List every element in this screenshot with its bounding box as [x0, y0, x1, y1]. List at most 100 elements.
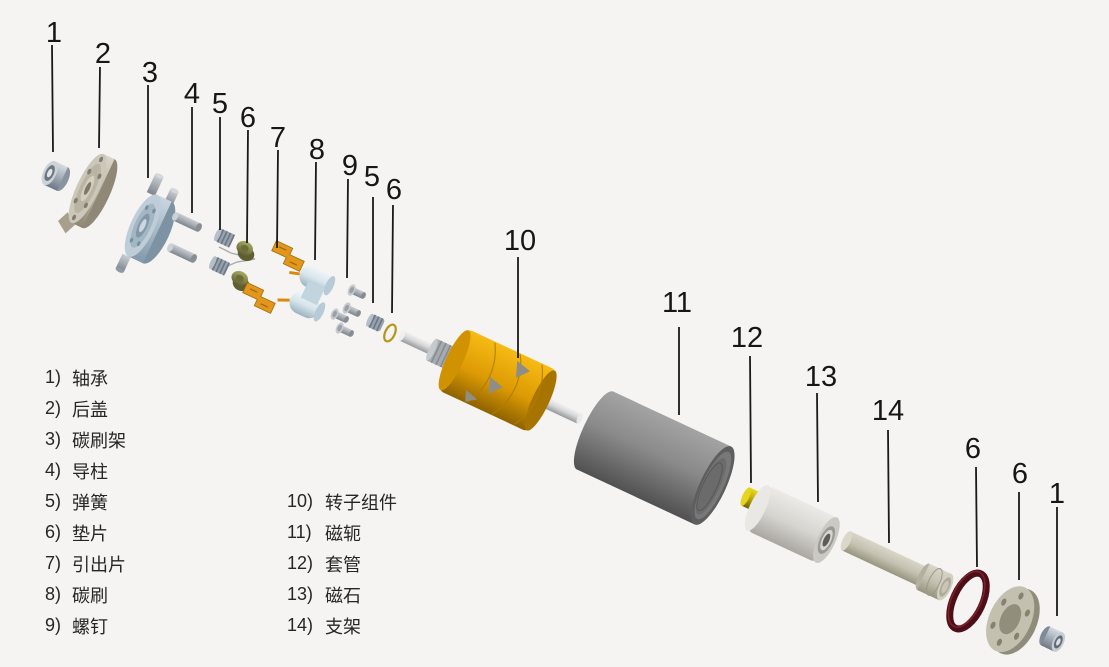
legend-name: 碳刷 — [72, 585, 108, 606]
callout-1-bearing-rear: 1 — [46, 17, 62, 153]
legend-name: 导柱 — [72, 461, 108, 482]
callout-number: 6 — [240, 102, 256, 134]
part-rotor-assembly — [398, 330, 583, 431]
leader-line — [314, 161, 317, 261]
part-screw-1 — [347, 284, 366, 299]
legend-right-column: 10)转子组件 11)磁轭 12)套管 13)磁石 14)支架 — [287, 486, 397, 641]
part-spring-2 — [209, 256, 231, 276]
legend-num: 2) — [45, 398, 62, 418]
callout-number: 13 — [805, 361, 837, 393]
part-washer-ring — [383, 323, 397, 343]
legend-left-column: 1) 轴承 2)后盖 3) 碳刷架 4) 导柱 5) 弹簧 6)垫片 7)引出片 8) 碳… — [45, 362, 126, 641]
legend-item: 10) 转子组件 — [287, 486, 397, 517]
legend-num: 5) — [45, 491, 62, 511]
callout-number: 1 — [46, 17, 62, 49]
callout-number: 7 — [270, 122, 286, 154]
legend-num: 9) — [45, 615, 62, 635]
legend-num: 4) — [45, 460, 62, 480]
callout-number: 4 — [184, 78, 200, 110]
legend-num: 3) — [45, 429, 62, 449]
part-yoke — [573, 391, 735, 525]
legend-item: 6)垫片 — [45, 517, 126, 548]
callout-8-carbon-brush: 8 — [309, 134, 325, 261]
part-spring-1 — [214, 228, 236, 248]
callout-2-rear-cover: 2 — [95, 38, 111, 149]
part-bearing-front — [1039, 626, 1066, 652]
part-guide-post-2 — [167, 243, 197, 263]
legend-item: 9) 螺钉 — [45, 610, 126, 641]
callout-6-washer: 6 — [240, 102, 256, 244]
part-oring-washer — [946, 569, 990, 633]
legend-item: 3) 碳刷架 — [45, 424, 126, 455]
part-spring-3 — [366, 313, 385, 332]
legend-num: 1) — [45, 367, 62, 387]
legend-item: 12) 套管 — [287, 548, 397, 579]
legend-name: 转子组件 — [325, 492, 397, 513]
legend-name: 螺钉 — [72, 616, 108, 637]
part-magnet — [744, 485, 840, 564]
part-lead-tab-2 — [242, 282, 276, 314]
legend-item: 1) 轴承 — [45, 362, 126, 393]
callout-number: 5 — [364, 161, 380, 193]
callout-5b-spring: 5 — [364, 161, 380, 303]
leader-line — [346, 178, 349, 279]
legend-name: 套管 — [325, 554, 361, 575]
legend-name: 弹簧 — [72, 492, 108, 513]
legend-item: 7)引出片 — [45, 548, 126, 579]
legend-name: 碳刷架 — [72, 430, 126, 451]
legend-num: 13) — [287, 584, 314, 604]
callout-11-yoke: 11 — [662, 287, 692, 415]
callout-number: 5 — [212, 88, 228, 120]
leader-line — [391, 204, 394, 314]
legend-num: 7) — [45, 553, 62, 573]
legend-name: 支架 — [325, 616, 361, 637]
leader-line — [975, 466, 978, 568]
callout-9-screw: 9 — [342, 150, 358, 279]
legend-name: 磁轭 — [325, 523, 361, 544]
callout-5-spring: 5 — [212, 88, 228, 230]
leader-line — [51, 44, 54, 153]
part-lead-tab-1 — [271, 240, 305, 272]
part-bearing-rear — [41, 160, 71, 192]
part-brush-holder — [115, 173, 179, 273]
part-spring-wire — [218, 246, 256, 269]
part-bracket — [840, 531, 954, 601]
callout-12-sleeve: 12 — [731, 322, 763, 484]
legend-item: 2)后盖 — [45, 393, 126, 424]
callout-number: 10 — [504, 225, 536, 257]
leader-line — [246, 129, 249, 244]
callout-6b-washer-ring: 6 — [386, 174, 402, 314]
legend-name: 磁石 — [325, 585, 361, 606]
callout-6d-end-washer: 6 — [1012, 458, 1028, 580]
legend-name: 轴承 — [72, 368, 108, 389]
callout-6c-oring: 6 — [965, 433, 981, 568]
legend-num: 8) — [45, 584, 62, 604]
leader-line — [749, 355, 752, 484]
callout-7-lead-tab: 7 — [270, 122, 286, 249]
part-washer-grommet-1 — [236, 240, 255, 262]
leader-line — [98, 66, 101, 149]
callout-number: 3 — [142, 57, 158, 89]
callout-4-guide-post: 4 — [184, 78, 200, 213]
leader-line — [887, 429, 890, 544]
part-carbon-brush — [277, 265, 336, 322]
part-rear-cover — [58, 153, 118, 234]
callout-number: 1 — [1049, 478, 1065, 510]
legend-item: 11)磁轭 — [287, 517, 397, 548]
callout-3-brush-holder: 3 — [142, 57, 158, 178]
leader-line — [816, 392, 819, 503]
callout-13-magnet: 13 — [805, 361, 837, 503]
part-screw-4 — [335, 322, 354, 337]
legend-item: 4) 导柱 — [45, 455, 126, 486]
legend-num: 12) — [287, 553, 314, 573]
callout-14-bracket: 14 — [872, 395, 904, 544]
callout-number: 9 — [342, 150, 358, 182]
callout-number: 14 — [872, 395, 904, 427]
callout-1b-bearing-front: 1 — [1049, 478, 1065, 616]
legend-num: 10) — [287, 491, 314, 511]
part-end-washer — [986, 586, 1040, 655]
callout-number: 6 — [965, 433, 981, 465]
part-screw-3 — [330, 308, 349, 323]
